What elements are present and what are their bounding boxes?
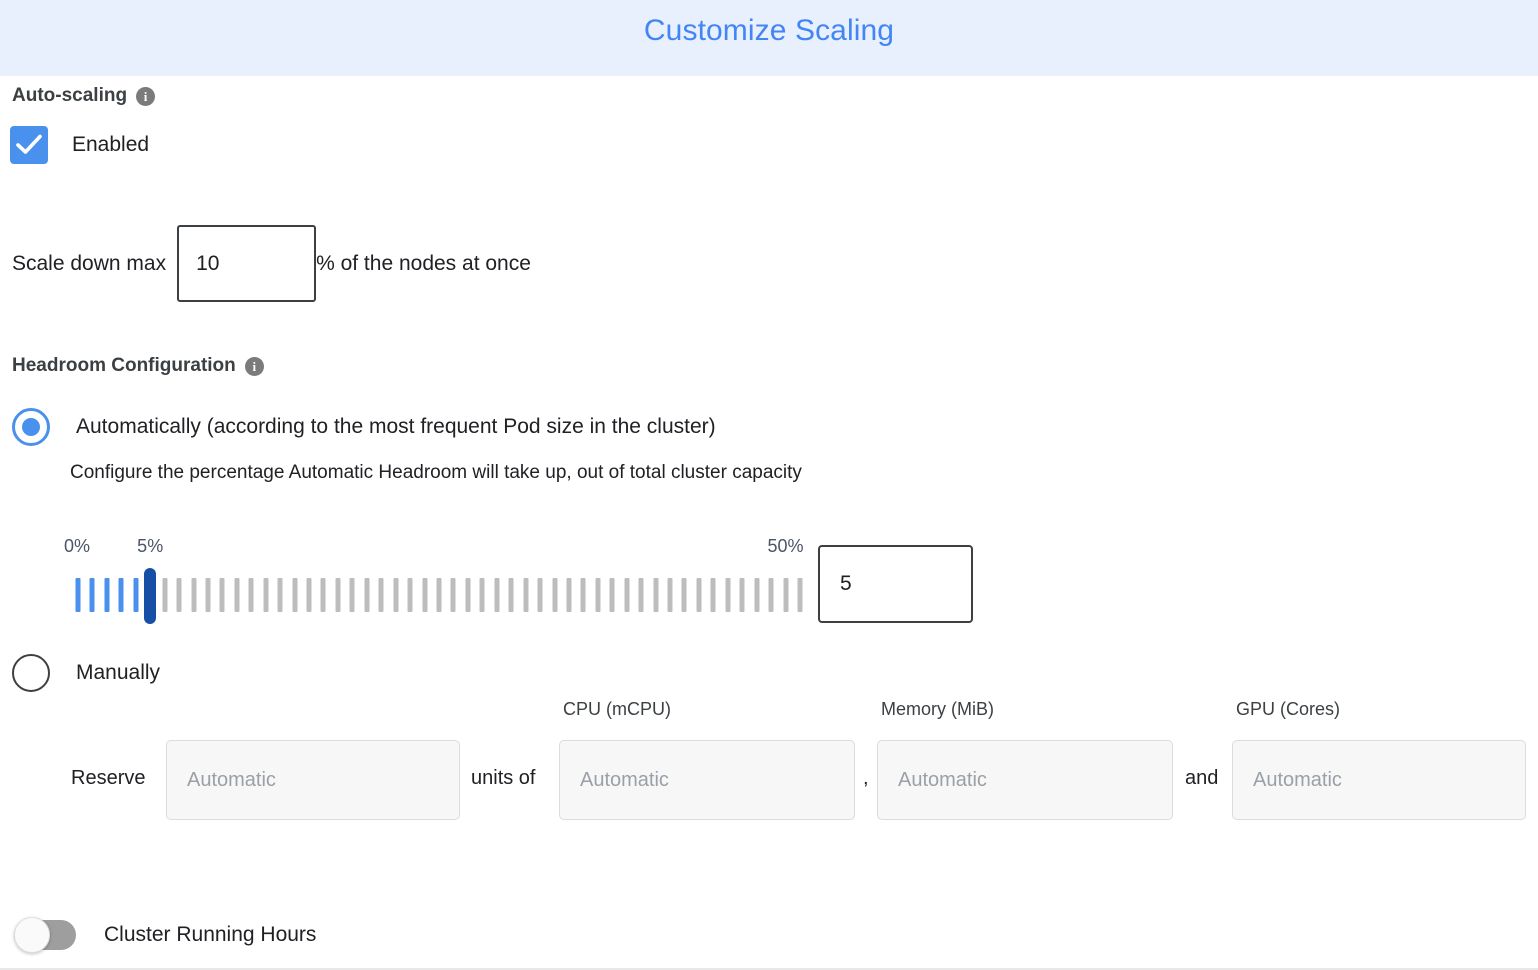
reserve-units-input[interactable] bbox=[166, 740, 460, 820]
slider-tick[interactable] bbox=[104, 578, 110, 612]
slider-tick[interactable] bbox=[118, 578, 124, 612]
slider-tick[interactable] bbox=[436, 578, 442, 612]
slider-min-label: 0% bbox=[64, 536, 91, 556]
slider-tick[interactable] bbox=[638, 578, 644, 612]
comma-separator: , bbox=[863, 767, 869, 789]
slider-tick[interactable] bbox=[407, 578, 413, 612]
info-icon[interactable]: i bbox=[244, 356, 264, 376]
dialog-header: Customize Scaling bbox=[0, 0, 1538, 76]
autoscaling-section-label: Auto-scaling i bbox=[12, 85, 156, 107]
slider-tick[interactable] bbox=[89, 578, 95, 612]
check-icon bbox=[16, 134, 42, 154]
slider-tick[interactable] bbox=[133, 578, 139, 612]
slider-tick[interactable] bbox=[479, 578, 485, 612]
scale-down-max-prefix-label: Scale down max bbox=[12, 251, 167, 275]
slider-tick[interactable] bbox=[754, 578, 760, 612]
scale-down-max-input[interactable] bbox=[177, 225, 317, 302]
reserve-label: Reserve bbox=[71, 767, 146, 789]
column-header-memory: Memory (MiB) bbox=[881, 699, 994, 719]
slider-tick[interactable] bbox=[465, 578, 471, 612]
slider-tick[interactable] bbox=[422, 578, 428, 612]
slider-tick[interactable] bbox=[696, 578, 702, 612]
slider-tick[interactable] bbox=[537, 578, 543, 612]
scale-down-max-row: Scale down max % of the nodes at once bbox=[12, 225, 531, 302]
column-header-cpu: CPU (mCPU) bbox=[563, 699, 671, 719]
radio-manually[interactable] bbox=[12, 654, 50, 692]
reserve-gpu-input[interactable] bbox=[1232, 740, 1526, 820]
autoscaling-enabled-row[interactable]: Enabled bbox=[10, 126, 149, 164]
slider-thumb[interactable] bbox=[144, 568, 157, 624]
slider-tick[interactable] bbox=[783, 578, 789, 612]
slider-tick[interactable] bbox=[306, 578, 312, 612]
slider-tick[interactable] bbox=[349, 578, 355, 612]
radio-automatic[interactable] bbox=[12, 408, 50, 446]
bottom-divider bbox=[0, 968, 1538, 970]
slider-tick[interactable] bbox=[162, 578, 168, 612]
autoscaling-section-text: Auto-scaling bbox=[12, 85, 128, 106]
slider-track[interactable] bbox=[75, 568, 803, 624]
scale-down-max-suffix-label: % of the nodes at once bbox=[316, 251, 531, 275]
slider-tick[interactable] bbox=[681, 578, 687, 612]
slider-tick-labels: 0% 5% 50% bbox=[64, 536, 804, 562]
slider-tick[interactable] bbox=[725, 578, 731, 612]
radio-automatic-label: Automatically (according to the most fre… bbox=[76, 415, 716, 438]
slider-tick[interactable] bbox=[393, 578, 399, 612]
headroom-section-text: Headroom Configuration bbox=[12, 355, 236, 376]
slider-tick[interactable] bbox=[248, 578, 254, 612]
slider-tick[interactable] bbox=[494, 578, 500, 612]
slider-tick[interactable] bbox=[797, 578, 803, 612]
headroom-percent-slider[interactable]: 0% 5% 50% bbox=[64, 536, 804, 624]
headroom-manual-option[interactable]: Manually bbox=[12, 654, 160, 692]
reserve-memory-input[interactable] bbox=[877, 740, 1173, 820]
slider-tick[interactable] bbox=[609, 578, 615, 612]
slider-tick[interactable] bbox=[523, 578, 529, 612]
page-title: Customize Scaling bbox=[643, 14, 895, 47]
headroom-automatic-description: Configure the percentage Automatic Headr… bbox=[70, 462, 802, 483]
slider-tick[interactable] bbox=[624, 578, 630, 612]
slider-tick[interactable] bbox=[364, 578, 370, 612]
column-header-gpu: GPU (Cores) bbox=[1236, 699, 1341, 719]
slider-max-label: 50% bbox=[767, 536, 804, 556]
slider-tick[interactable] bbox=[508, 578, 514, 612]
slider-tick[interactable] bbox=[378, 578, 384, 612]
cluster-running-hours-row[interactable]: Cluster Running Hours bbox=[14, 917, 317, 953]
slider-current-label: 5% bbox=[137, 536, 164, 556]
cluster-running-hours-toggle[interactable] bbox=[14, 917, 76, 953]
slider-tick[interactable] bbox=[450, 578, 456, 612]
slider-tick[interactable] bbox=[566, 578, 572, 612]
slider-tick[interactable] bbox=[667, 578, 673, 612]
cluster-running-hours-label: Cluster Running Hours bbox=[104, 923, 317, 946]
slider-tick[interactable] bbox=[205, 578, 211, 612]
slider-tick[interactable] bbox=[234, 578, 240, 612]
slider-tick[interactable] bbox=[176, 578, 182, 612]
headroom-section-label: Headroom Configuration i bbox=[12, 355, 264, 377]
slider-tick[interactable] bbox=[710, 578, 716, 612]
autoscaling-enabled-label: Enabled bbox=[72, 133, 150, 156]
slider-tick[interactable] bbox=[653, 578, 659, 612]
units-of-label: units of bbox=[471, 767, 536, 789]
reserve-cpu-input[interactable] bbox=[559, 740, 855, 820]
and-separator: and bbox=[1185, 767, 1219, 789]
slider-tick[interactable] bbox=[335, 578, 341, 612]
slider-tick[interactable] bbox=[320, 578, 326, 612]
slider-tick[interactable] bbox=[552, 578, 558, 612]
info-icon[interactable]: i bbox=[136, 86, 156, 106]
slider-tick[interactable] bbox=[277, 578, 283, 612]
autoscaling-enabled-checkbox[interactable] bbox=[10, 126, 48, 164]
radio-manually-label: Manually bbox=[76, 661, 161, 684]
headroom-automatic-option[interactable]: Automatically (according to the most fre… bbox=[12, 408, 716, 446]
slider-tick[interactable] bbox=[263, 578, 269, 612]
slider-tick[interactable] bbox=[219, 578, 225, 612]
slider-tick[interactable] bbox=[739, 578, 745, 612]
slider-tick[interactable] bbox=[595, 578, 601, 612]
toggle-knob bbox=[14, 917, 50, 953]
slider-tick[interactable] bbox=[191, 578, 197, 612]
slider-tick[interactable] bbox=[75, 578, 81, 612]
headroom-percent-value-input[interactable] bbox=[818, 545, 973, 623]
slider-tick[interactable] bbox=[292, 578, 298, 612]
slider-tick[interactable] bbox=[580, 578, 586, 612]
slider-tick[interactable] bbox=[768, 578, 774, 612]
